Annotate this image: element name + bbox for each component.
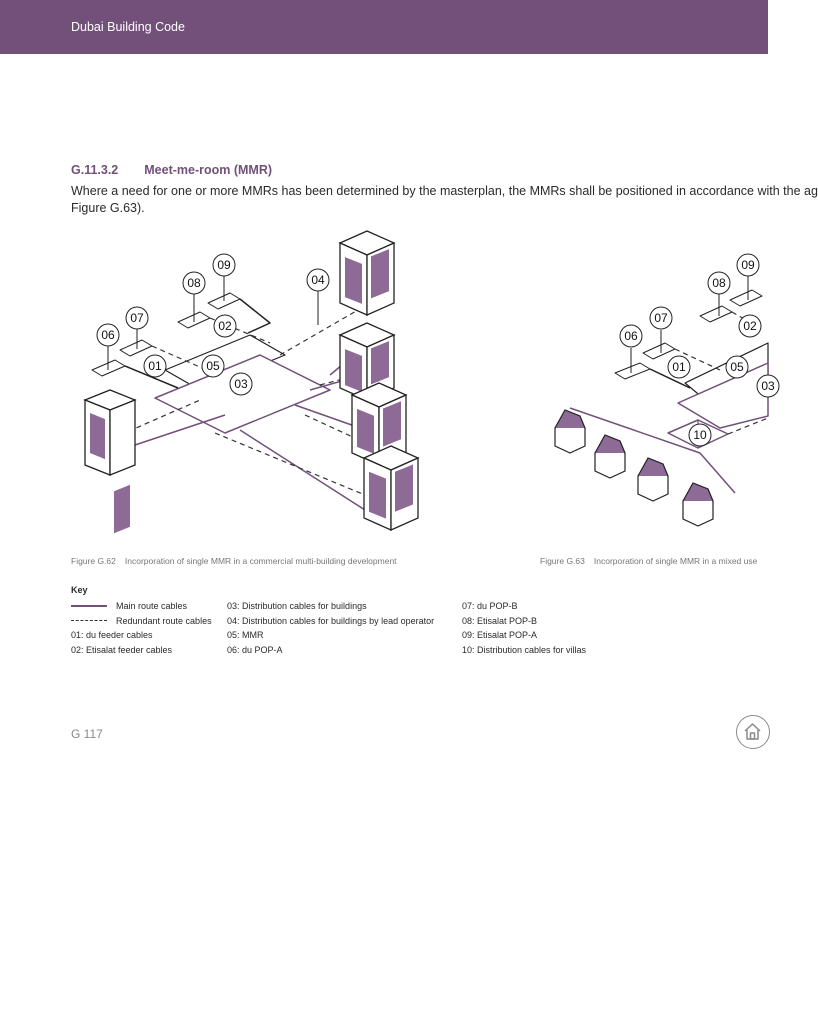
key-item: 02: Etisalat feeder cables [71,644,173,655]
mmr-platform [164,334,286,391]
key-heading: Key [71,585,88,595]
key-item: 05: MMR [227,630,264,640]
key-item: 08: Etisalat POP-B [462,615,538,626]
section-body: Where a need for one or more MMRs has be… [71,183,818,217]
callout-label: 06 [624,329,638,343]
body-line: Figure G.63). [71,201,145,215]
callout-07 [649,306,673,330]
callout-label: 09 [217,258,231,272]
callout-07 [125,306,149,330]
callout-label: 03 [234,377,248,391]
callout-08 [707,271,731,295]
section-title: Meet-me-room (MMR) [144,163,273,177]
body-line: Where a need for one or more MMRs has be… [71,184,818,198]
key-column: 07: du POP-B 08: Etisalat POP-B 09: Etis… [462,599,586,657]
callout-label: 07 [654,311,668,325]
solid-line-swatch [71,605,107,608]
callout-03 [756,374,780,398]
callout-label: 04 [311,273,325,287]
legend-label: Redundant route cables [116,615,212,626]
villa-icon [554,409,586,454]
callout-label: 02 [218,319,232,333]
figure-title: Incorporation of single MMR in a commerc… [124,556,397,566]
page-number: G 117 [71,727,103,741]
office-tower-icon [362,445,420,532]
callout-label: 05 [206,359,220,373]
callout-02 [213,314,237,338]
key-column: 03: Distribution cables for buildings 04… [227,599,434,657]
villa-icon [594,434,626,479]
callout-09 [736,253,760,277]
key-item: 07: du POP-B [462,601,518,611]
callout-10 [688,423,712,447]
callout-label: 01 [148,359,162,373]
key-item: 03: Distribution cables for buildings [227,601,367,611]
callout-label: 06 [101,328,115,342]
office-tower-icon [338,230,396,317]
figure-title: Incorporation of single MMR in a mixed u… [593,556,758,566]
callout-label: 01 [672,360,686,374]
callout-group [96,253,330,396]
home-icon [744,723,761,740]
callout-08 [182,271,206,295]
figure-number: Figure G.63 [540,556,585,566]
figure-commercial-development: 06 07 08 09 01 02 05 03 04 [83,230,420,534]
feeder-cable [124,365,179,389]
callout-label: 05 [730,360,744,374]
figure-caption: Figure G.62 Incorporation of single MMR i… [71,556,397,566]
office-tower-icon [83,389,137,534]
callout-label: 02 [743,319,757,333]
home-button[interactable] [736,715,770,749]
villa-icon [682,482,714,527]
legend-redundant-route: Redundant route cables [71,614,212,629]
callout-05 [725,355,749,379]
dashed-line-swatch [71,620,107,622]
key-column: Main route cables Redundant route cables… [71,599,212,657]
callout-label: 10 [693,428,707,442]
callout-label: 09 [741,258,755,272]
callout-label: 08 [712,276,726,290]
callout-05 [201,354,225,378]
figure-caption: Figure G.63 Incorporation of single MMR i… [540,556,768,566]
key-item: 09: Etisalat POP-A [462,630,538,640]
callout-02 [738,314,762,338]
feeder-cable [239,298,271,334]
figure-mixed-use-development: 06 07 08 09 01 02 05 03 10 [554,253,780,527]
legend-main-route: Main route cables [71,599,212,614]
callout-label: 03 [761,379,775,393]
callout-label: 07 [130,311,144,325]
section-heading: G.11.3.2 Meet-me-room (MMR) [71,163,272,177]
callout-06 [96,323,120,347]
office-tower-icon [338,322,396,402]
page-header: Dubai Building Code [0,0,768,54]
key-item: 04: Distribution cables for buildings by… [227,615,435,626]
legend-label: Main route cables [116,601,188,611]
document-title: Dubai Building Code [71,20,185,34]
callout-03 [229,372,253,396]
callout-01 [143,354,167,378]
key-item: 10: Distribution cables for villas [462,644,587,655]
callout-06 [619,324,643,348]
section-number: G.11.3.2 [71,163,119,177]
callout-04 [306,268,330,292]
callout-label: 08 [187,276,201,290]
figure-number: Figure G.62 [71,556,116,566]
pop-pad [119,339,153,357]
key-item: 01: du feeder cables [71,630,153,640]
villa-icon [637,457,669,502]
feeder-cable [151,345,203,369]
key-item: 06: du POP-A [227,644,283,655]
callout-09 [212,253,236,277]
callout-01 [667,355,691,379]
